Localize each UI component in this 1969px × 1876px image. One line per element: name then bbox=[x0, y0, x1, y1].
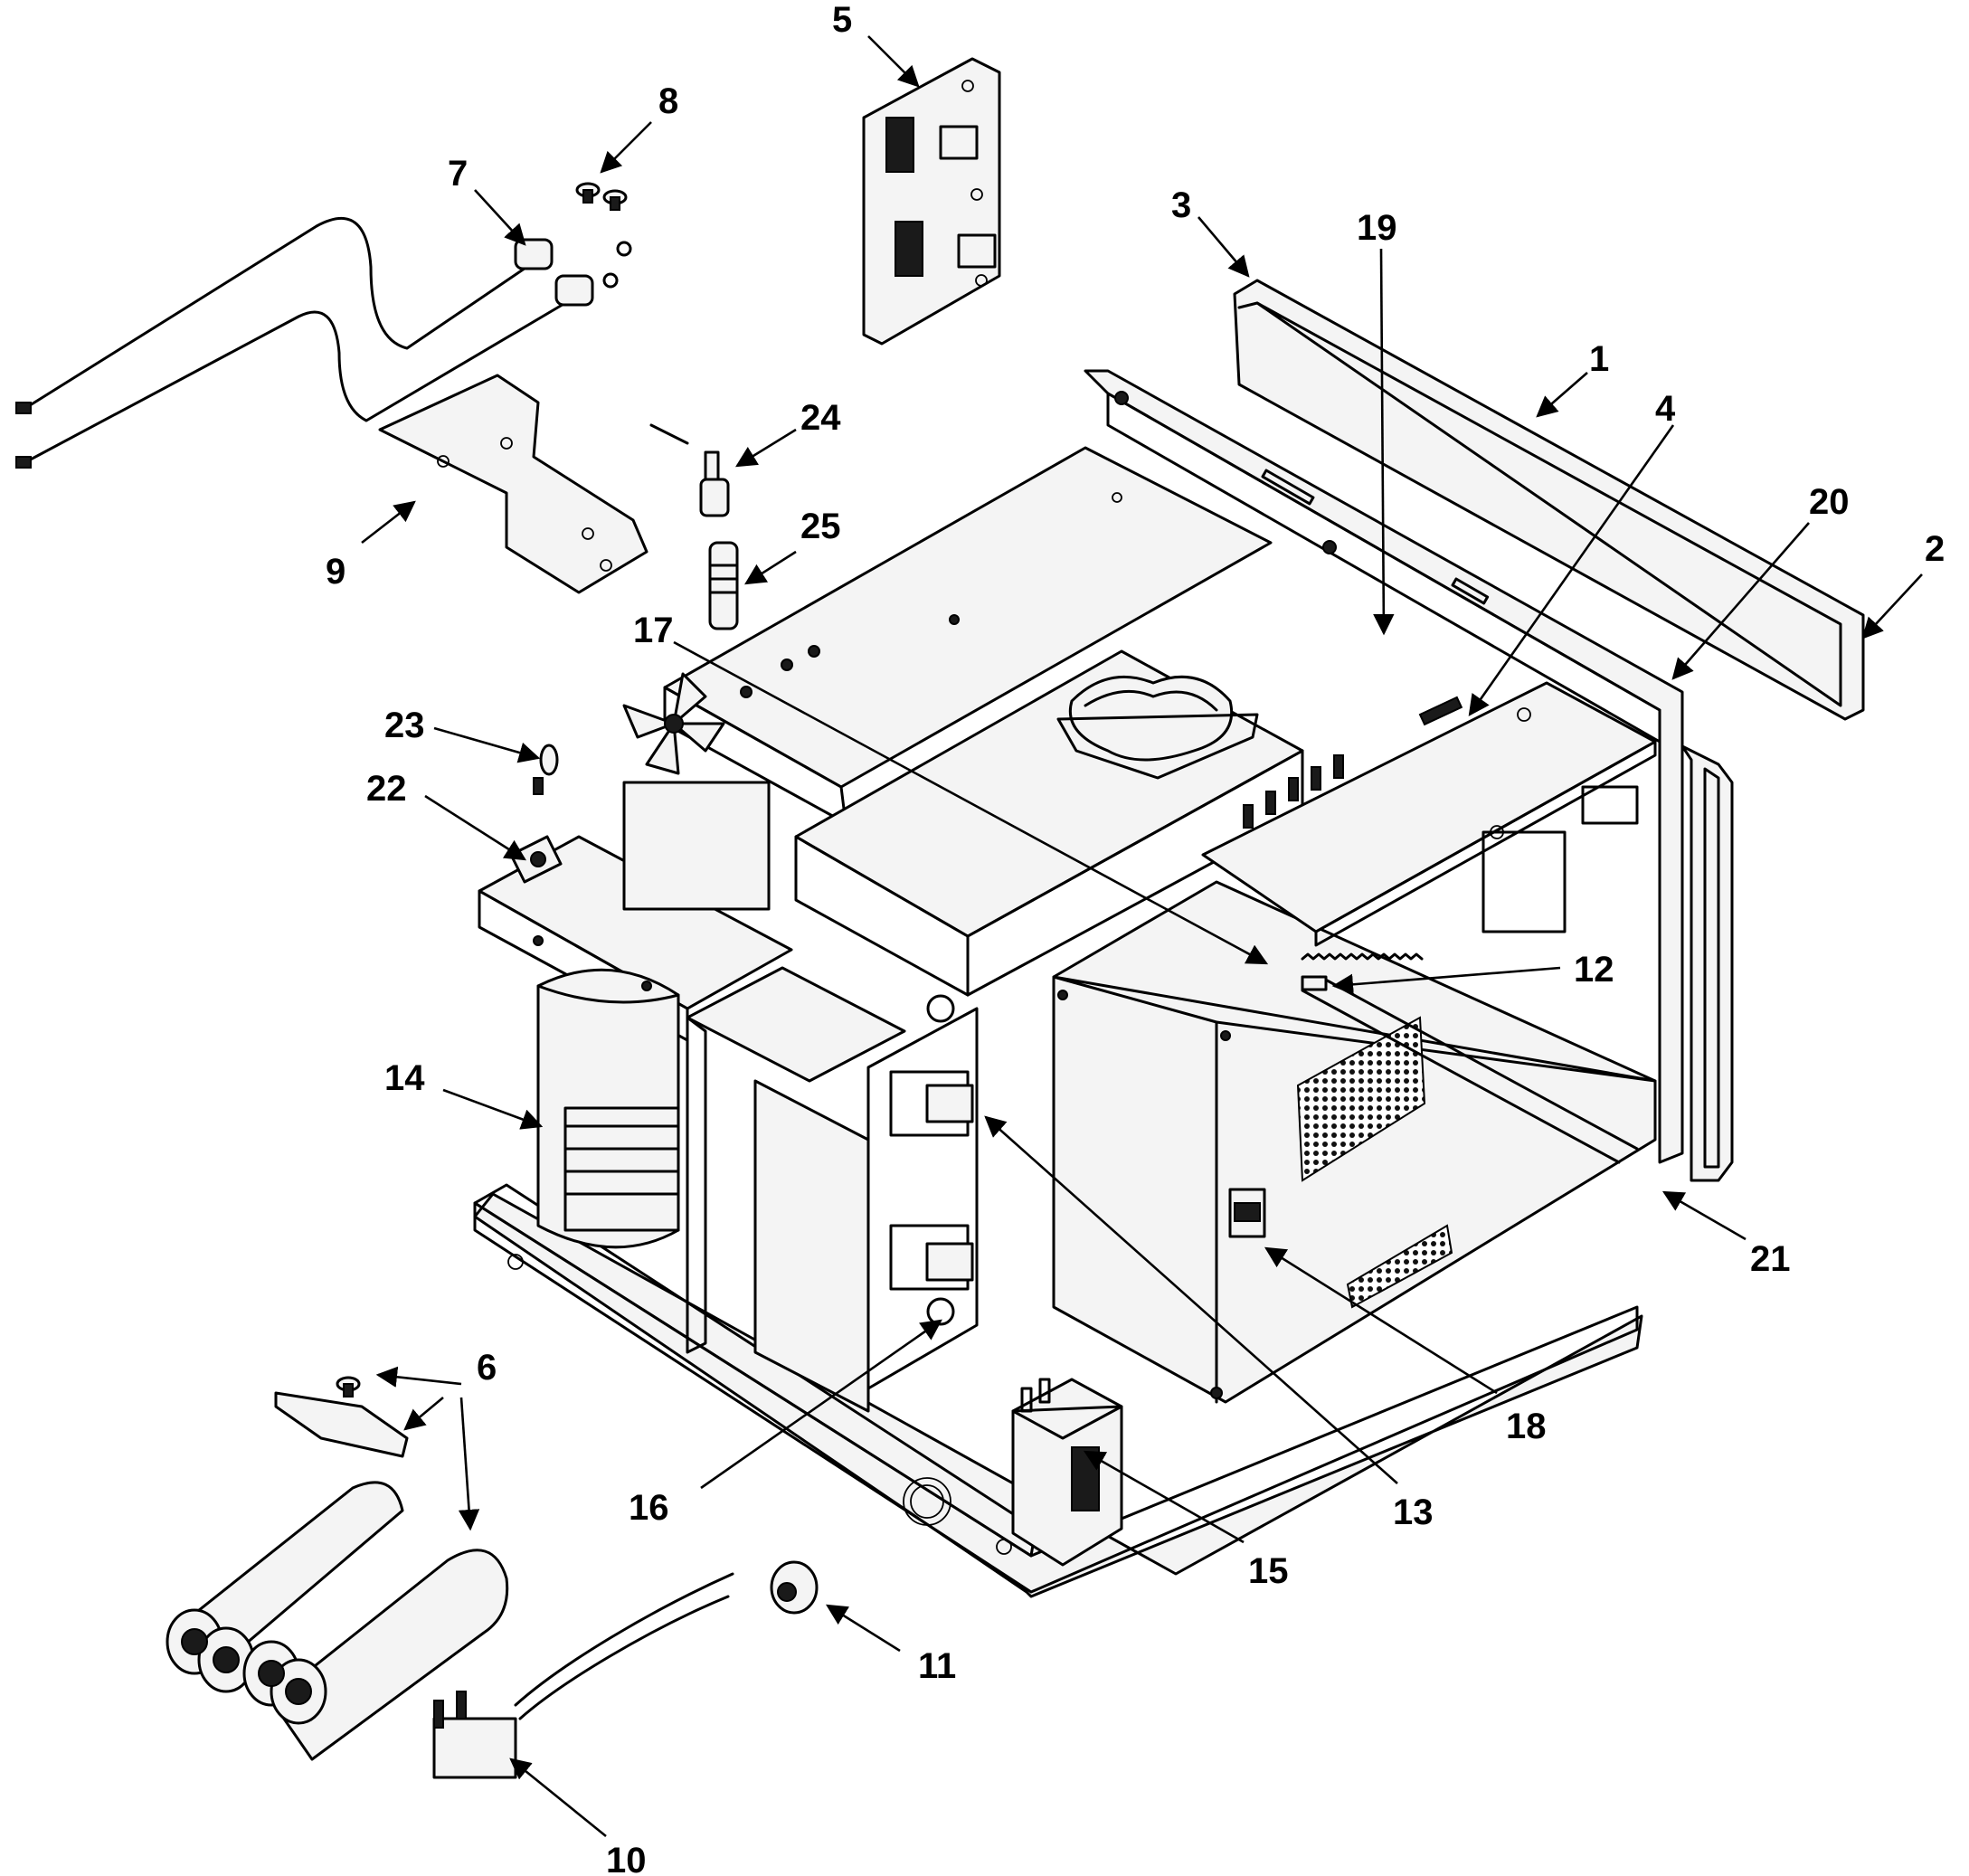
callout-14: 14 bbox=[384, 1058, 544, 1130]
fan-motor-assembly bbox=[478, 672, 793, 1249]
interlock-bracket bbox=[686, 966, 979, 1413]
callout-8: 8 bbox=[600, 81, 678, 174]
callout-9: 9 bbox=[326, 500, 416, 592]
callout-19: 19 bbox=[1357, 208, 1397, 636]
callout-label-15: 15 bbox=[1248, 1551, 1289, 1591]
callout-label-2: 2 bbox=[1925, 529, 1945, 569]
callout-label-18: 18 bbox=[1506, 1407, 1547, 1446]
capacitor-bracket bbox=[378, 374, 648, 594]
control-panel bbox=[1233, 279, 1865, 721]
callout-24: 24 bbox=[735, 398, 841, 468]
callout-label-25: 25 bbox=[800, 507, 841, 546]
callout-label-5: 5 bbox=[832, 0, 852, 40]
transformer bbox=[1011, 1378, 1123, 1567]
callout-15: 15 bbox=[1083, 1450, 1289, 1591]
callout-21: 21 bbox=[1661, 1190, 1791, 1279]
callout-16: 16 bbox=[629, 1319, 942, 1528]
callout-label-8: 8 bbox=[658, 81, 678, 121]
callout-3: 3 bbox=[1171, 185, 1250, 278]
callout-6: 6 bbox=[375, 1348, 497, 1531]
door-switch bbox=[1228, 1188, 1266, 1238]
callout-2: 2 bbox=[1861, 529, 1945, 640]
callout-label-7: 7 bbox=[448, 154, 468, 194]
callout-5: 5 bbox=[832, 0, 920, 88]
capacitor-clip bbox=[274, 1376, 409, 1458]
oven-cavity bbox=[1052, 880, 1657, 1404]
latch-rod bbox=[1301, 975, 1639, 1164]
callout-label-23: 23 bbox=[384, 706, 425, 745]
capacitors bbox=[166, 1481, 509, 1761]
screws bbox=[575, 182, 628, 211]
callout-22: 22 bbox=[366, 769, 526, 861]
door-side-frame bbox=[1680, 744, 1734, 1182]
thermal-cutout bbox=[649, 423, 739, 630]
callout-label-17: 17 bbox=[633, 611, 674, 650]
callout-label-16: 16 bbox=[629, 1488, 669, 1528]
grommet bbox=[770, 1560, 819, 1615]
callout-label-13: 13 bbox=[1393, 1492, 1434, 1532]
callout-10: 10 bbox=[509, 1758, 647, 1876]
callout-label-4: 4 bbox=[1655, 389, 1676, 429]
callout-7: 7 bbox=[448, 154, 526, 246]
callout-label-14: 14 bbox=[384, 1058, 425, 1098]
callout-17: 17 bbox=[633, 611, 1269, 965]
wire-harness bbox=[15, 216, 632, 469]
callout-4: 4 bbox=[1468, 389, 1676, 716]
switch-bracket bbox=[862, 57, 1001, 346]
callout-label-9: 9 bbox=[326, 552, 346, 592]
callout-label-22: 22 bbox=[366, 769, 407, 809]
callout-23: 23 bbox=[384, 706, 541, 763]
callout-13: 13 bbox=[984, 1115, 1434, 1532]
callout-25: 25 bbox=[744, 507, 841, 585]
callout-label-1: 1 bbox=[1589, 339, 1609, 379]
callout-18: 18 bbox=[1264, 1246, 1547, 1446]
thermistor-clip bbox=[509, 835, 563, 884]
callout-label-10: 10 bbox=[606, 1841, 647, 1876]
callout-label-6: 6 bbox=[477, 1348, 497, 1388]
callout-label-21: 21 bbox=[1750, 1239, 1791, 1279]
callout-label-12: 12 bbox=[1574, 950, 1614, 990]
callout-label-20: 20 bbox=[1809, 482, 1850, 522]
fuse bbox=[533, 744, 559, 795]
callout-20: 20 bbox=[1671, 482, 1850, 680]
power-cord bbox=[432, 1572, 734, 1779]
callout-12: 12 bbox=[1331, 950, 1614, 995]
callout-11: 11 bbox=[826, 1604, 956, 1686]
callout-label-3: 3 bbox=[1171, 185, 1191, 225]
callout-label-11: 11 bbox=[918, 1646, 956, 1686]
control-board bbox=[1201, 681, 1657, 961]
callout-1: 1 bbox=[1536, 339, 1609, 418]
callout-label-24: 24 bbox=[800, 398, 841, 438]
callout-label-19: 19 bbox=[1357, 208, 1397, 248]
waveguide-cover bbox=[794, 649, 1304, 997]
